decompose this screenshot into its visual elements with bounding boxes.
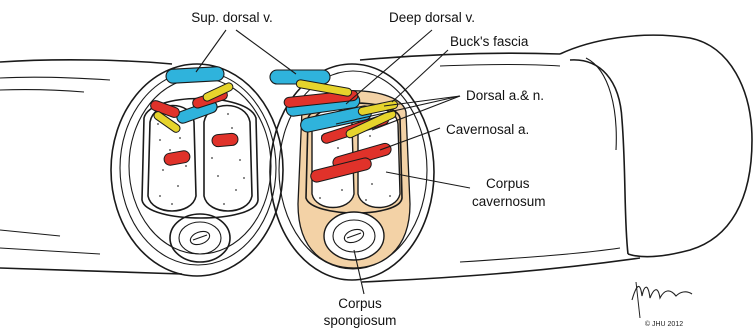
label-bucks-fascia: Buck's fascia xyxy=(450,34,529,49)
label-corpus-spongiosum-line2: spongiosum xyxy=(324,313,397,328)
copyright-text: © JHU 2012 xyxy=(645,320,683,328)
label-dorsal-a-n: Dorsal a.& n. xyxy=(466,88,544,103)
left-cavernosal-artery-right xyxy=(212,133,239,147)
left-superficial-dorsal-vein xyxy=(166,66,225,83)
label-deep-dorsal-v: Deep dorsal v. xyxy=(389,10,475,25)
left-cavernosal-artery-left xyxy=(163,150,191,166)
artist-signature: © JHU 2012 xyxy=(632,282,692,328)
right-shaft-segment xyxy=(270,35,752,282)
label-cavernosal-a: Cavernosal a. xyxy=(446,122,529,137)
label-corpus-spongiosum-line1: Corpus xyxy=(338,296,382,311)
label-corpus-cavernosum-line2: cavernosum xyxy=(472,194,546,209)
label-sup-dorsal-v: Sup. dorsal v. xyxy=(191,10,273,25)
left-shaft-segment xyxy=(0,60,283,276)
label-corpus-cavernosum-line1: Corpus xyxy=(486,176,530,191)
